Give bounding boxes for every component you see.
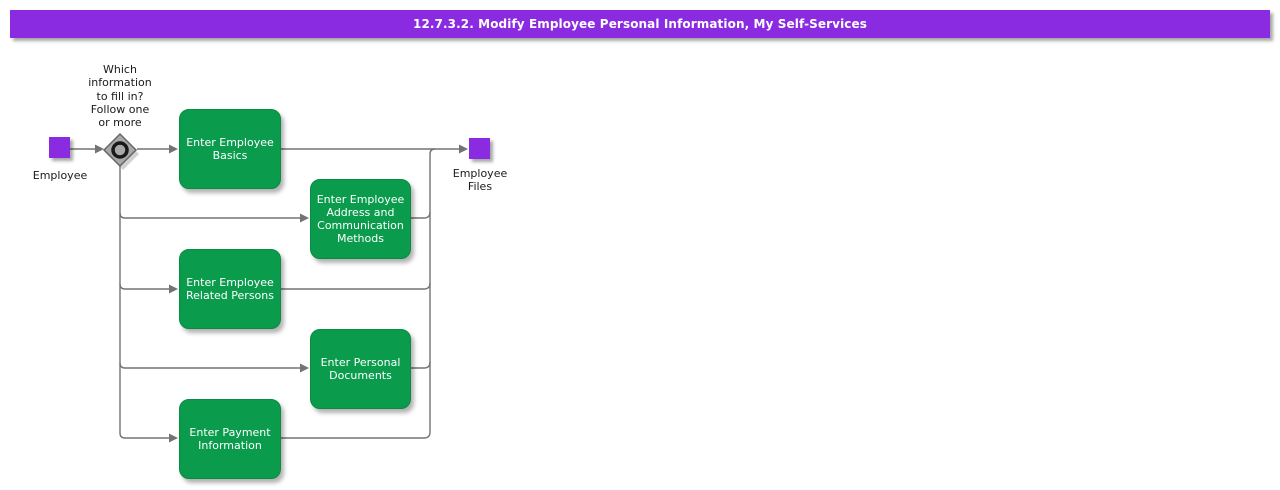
end-node (469, 138, 490, 159)
arrow-into-activity-3 (169, 284, 178, 294)
activity-enter-personal-documents: Enter Personal Documents (310, 329, 411, 409)
arrow-into-activity-5 (169, 433, 178, 443)
arrow-into-activity-1 (169, 144, 178, 154)
start-node (49, 137, 70, 158)
diagram-title-bar: 12.7.3.2. Modify Employee Personal Infor… (10, 10, 1270, 38)
activity-enter-employee-basics: Enter Employee Basics (179, 109, 281, 189)
start-node-label: Employee (32, 169, 88, 182)
arrow-into-decision (95, 144, 104, 154)
activity-enter-payment-information: Enter Payment Information (179, 399, 281, 479)
activity-enter-employee-related-persons: Enter Employee Related Persons (179, 249, 281, 329)
decision-inner-circle-icon (111, 141, 129, 159)
end-node-label: Employee Files (452, 167, 508, 193)
activity-enter-employee-address-and-communication-methods: Enter Employee Address and Communication… (310, 179, 411, 259)
arrow-into-activity-2 (300, 213, 309, 223)
decision-question-label: Which information to fill in? Follow one… (88, 63, 152, 130)
arrow-into-activity-4 (300, 363, 309, 373)
decision-diamond (102, 132, 139, 170)
arrowheads (95, 144, 468, 443)
arrow-into-end-node (459, 144, 468, 154)
diagram-title: 12.7.3.2. Modify Employee Personal Infor… (413, 17, 867, 31)
